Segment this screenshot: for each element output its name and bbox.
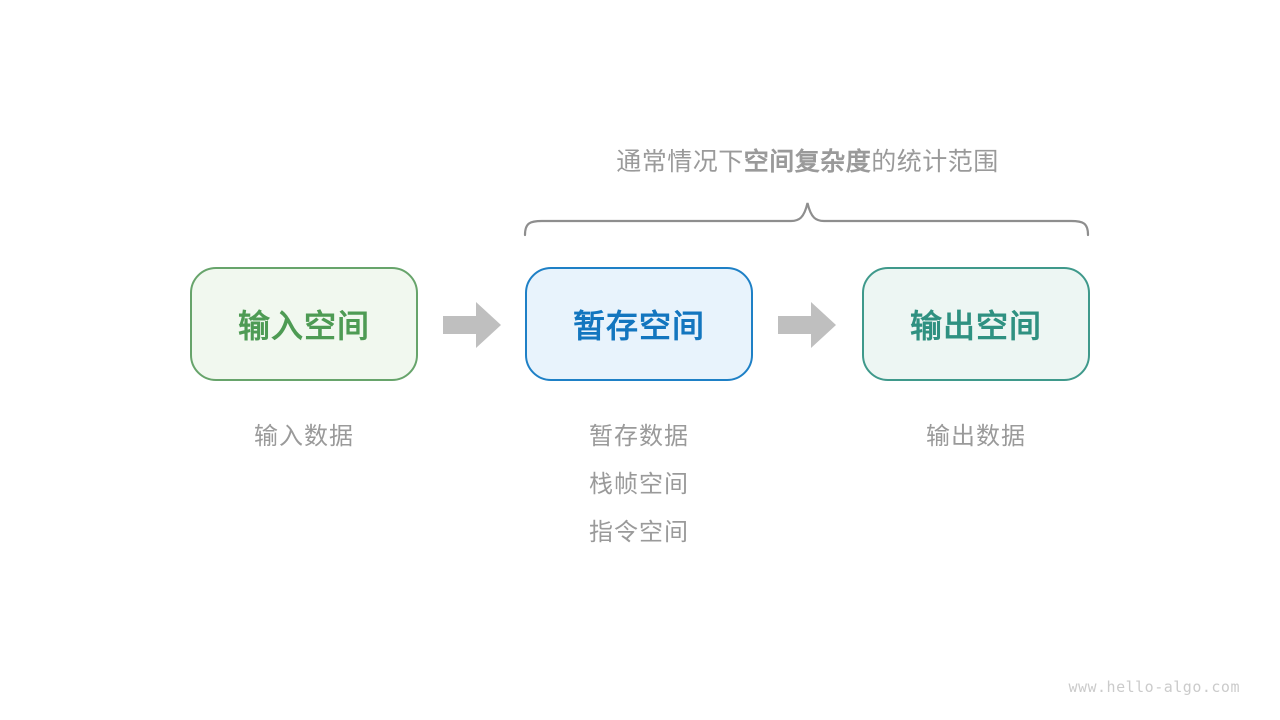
title-suffix: 的统计范围 (871, 148, 999, 176)
annotation-line: 输入数据 (254, 423, 354, 450)
box-temp-space-label: 暂存空间 (572, 308, 705, 344)
diagram-title: 通常情况下空间复杂度的统计范围 (420, 146, 1195, 178)
title-prefix: 通常情况下 (616, 148, 744, 176)
annotation-line: 输出数据 (926, 423, 1026, 450)
annotation-input: 输入数据 (190, 413, 418, 461)
annotation-output: 输出数据 (862, 413, 1090, 461)
curly-brace (523, 202, 1090, 237)
box-input-space-label: 输入空间 (237, 308, 370, 344)
arrow-icon (778, 302, 836, 348)
box-temp-space: 暂存空间 (525, 267, 753, 381)
annotation-line: 栈帧空间 (589, 471, 689, 498)
arrow-icon (443, 302, 501, 348)
box-output-space-label: 输出空间 (909, 308, 1042, 344)
box-input-space: 输入空间 (190, 267, 418, 381)
title-emphasis: 空间复杂度 (743, 148, 872, 176)
annotation-line: 指令空间 (589, 519, 689, 546)
box-output-space: 输出空间 (862, 267, 1090, 381)
annotation-temp: 暂存数据 栈帧空间 指令空间 (525, 413, 753, 557)
annotation-line: 暂存数据 (589, 423, 689, 450)
curly-brace-path (523, 202, 1090, 237)
watermark: www.hello-algo.com (1068, 678, 1240, 696)
